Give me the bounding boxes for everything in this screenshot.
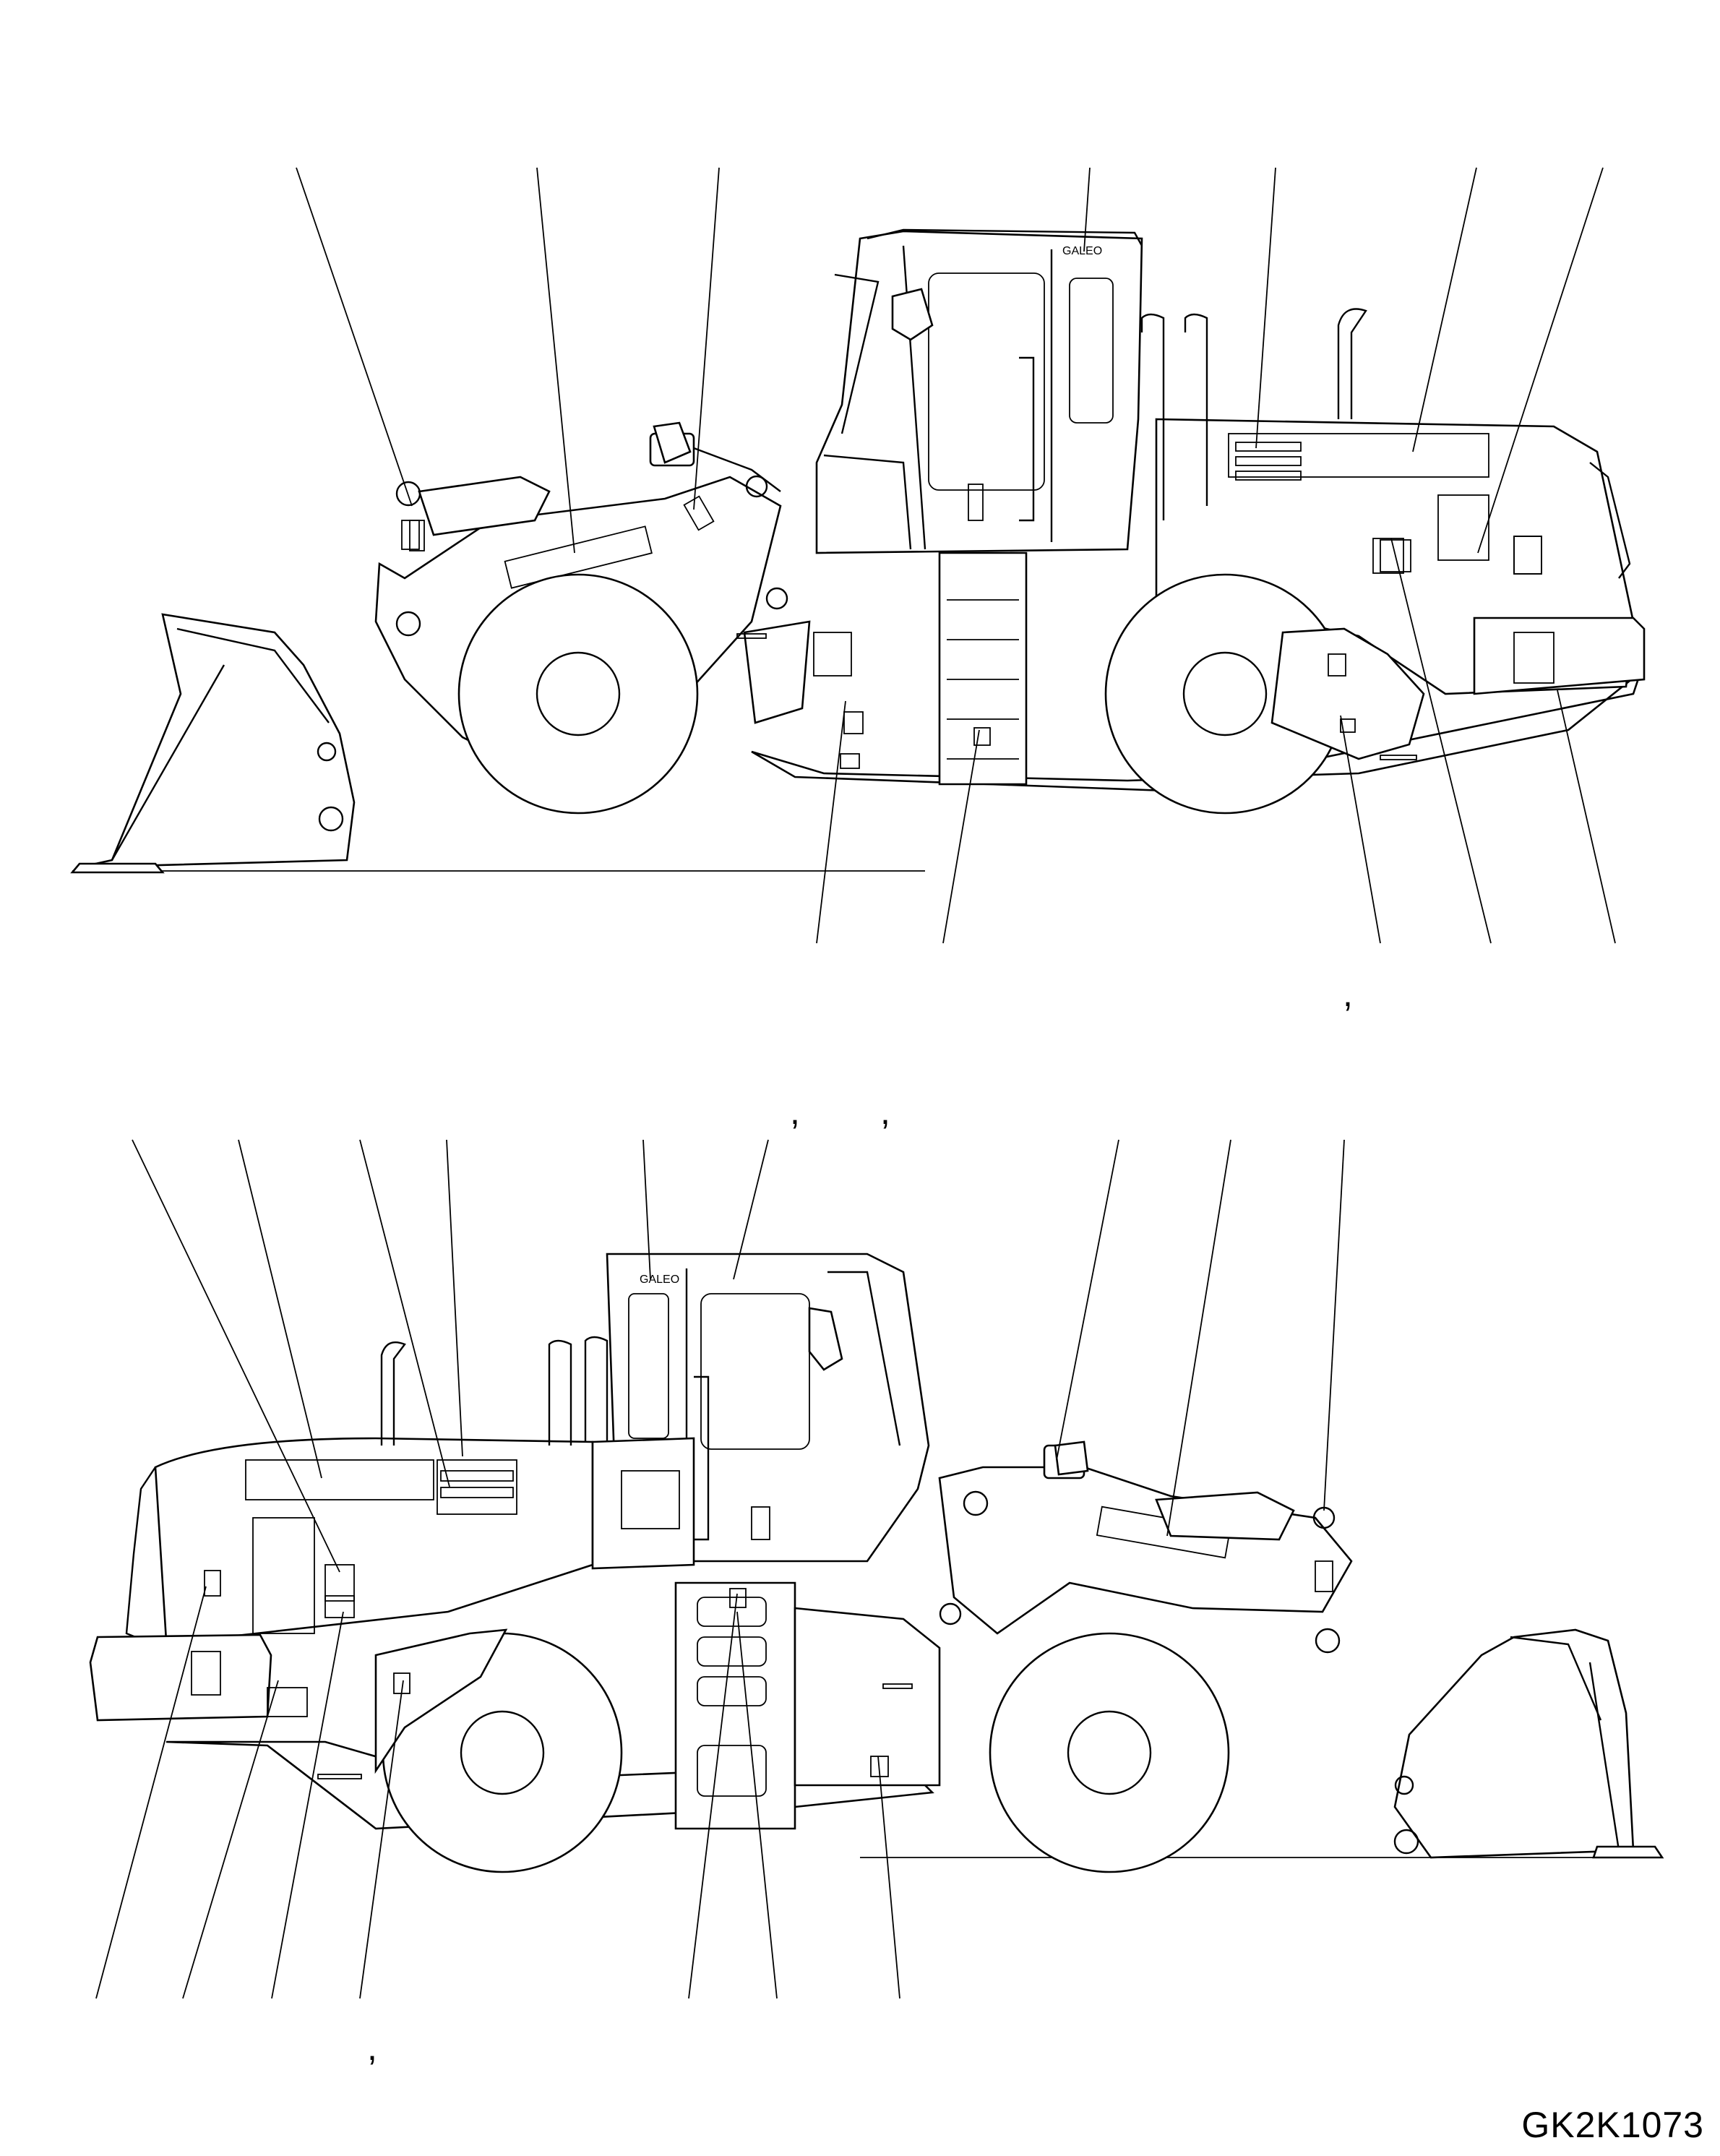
cab-logo-right: GALEO (640, 1274, 679, 1286)
cab-logo: GALEO (1062, 245, 1102, 257)
loader-right-view: GALEO (89, 1091, 1664, 2068)
loader-left-view: GALEO (70, 167, 1646, 1014)
callout-mark-1: , (1343, 974, 1353, 1014)
callout-mark-3: , (880, 1091, 890, 1132)
callout-mark-4: , (367, 2027, 377, 2068)
drawing-code: GK2K1073 (1521, 2105, 1704, 2145)
callout-mark-2: , (790, 1091, 800, 1132)
